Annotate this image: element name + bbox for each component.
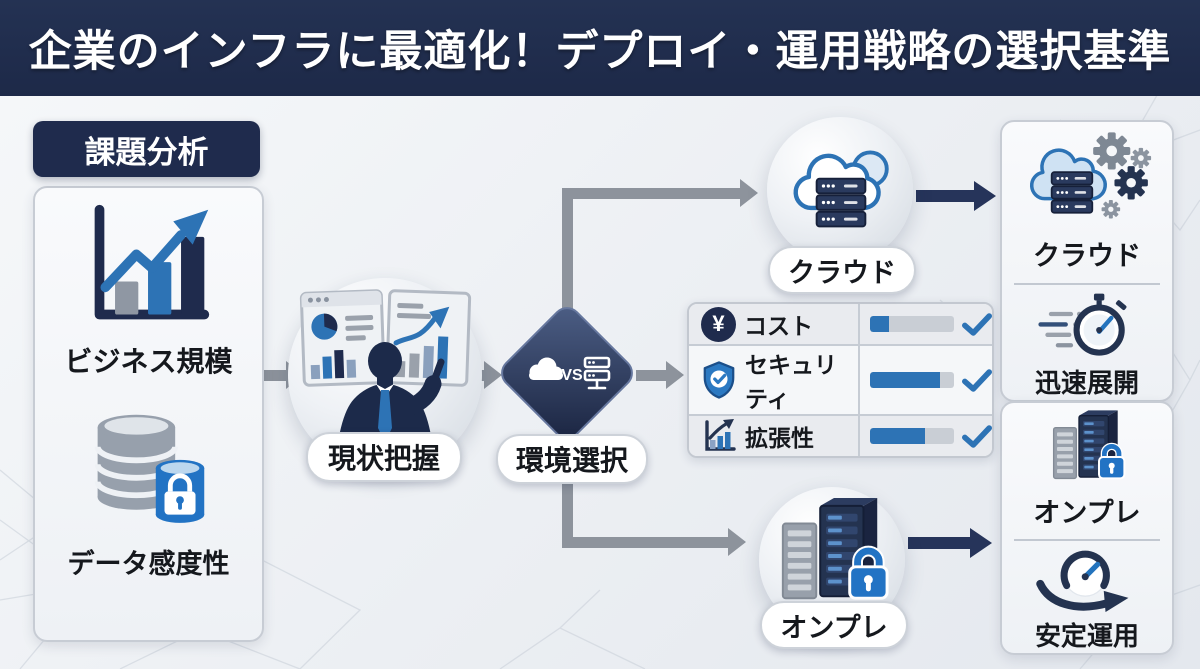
scalability-bar [870, 428, 954, 444]
cloud-vs-server-diamond-icon: VS [501, 307, 633, 439]
server-rack-lock-icon [781, 497, 889, 600]
cloud-branch-label: クラウド [788, 257, 896, 288]
cloud-gears-icon [1029, 132, 1152, 219]
current-state-pill: 現状把握 [306, 432, 462, 482]
gauge-cycle-icon [1036, 550, 1129, 612]
security-label: セキュリティ [745, 352, 837, 412]
cloud-result-card: クラウド 迅速展開 [1000, 120, 1174, 402]
vs-label: VS [561, 367, 583, 384]
elbow-down-run [562, 537, 728, 548]
onprem-branch-label: オンプレ [780, 612, 888, 643]
comparison-table: ¥ コスト セキュリティ [687, 302, 994, 458]
elbow-up-run [562, 188, 740, 199]
arrow-head [970, 528, 992, 558]
arrow-head [666, 361, 684, 389]
cost-bar [870, 316, 954, 332]
cloud-benefit-label: 迅速展開 [1034, 368, 1139, 398]
check-icon [962, 312, 992, 336]
divider [1014, 283, 1160, 286]
arrow-onprem-to-result [908, 537, 970, 549]
arrow-analysis-to-current [262, 370, 286, 381]
page-title: 企業のインフラに最適化！デプロイ・運用戦略の選択基準 [28, 28, 1172, 76]
onprem-result-card: オンプレ 安定運用 [1000, 401, 1174, 655]
check-icon [962, 368, 992, 392]
shield-check-icon [703, 361, 735, 399]
elbow-down-line [562, 428, 573, 548]
security-bar [870, 372, 954, 388]
scalability-label: 拡張性 [745, 425, 814, 451]
onprem-branch-pill: オンプレ [760, 601, 908, 649]
onprem-benefit-label: 安定運用 [1034, 621, 1139, 651]
title-bar: 企業のインフラに最適化！デプロイ・運用戦略の選択基準 [0, 0, 1200, 96]
comparison-row-cost: ¥ コスト [689, 304, 992, 346]
growth-bar-chart-icon [94, 204, 209, 320]
analysis-badge-label: 課題分析 [84, 134, 209, 170]
comparison-row-scalability: 拡張性 [689, 416, 992, 456]
check-icon [962, 424, 992, 448]
environment-selection-label: 環境選択 [515, 445, 628, 476]
data-sensitivity-label: データ感度性 [67, 549, 230, 579]
server-rack-lock-icon [1052, 410, 1126, 480]
elbow-up-line [562, 188, 573, 320]
cloud-servers-icon [793, 150, 889, 228]
analysis-card: ビジネス規模 データ感度性 [33, 186, 264, 642]
onprem-result-title: オンプレ [1033, 498, 1141, 529]
arrow-head [484, 361, 502, 389]
cloud-branch-pill: クラウド [768, 246, 916, 294]
divider [1014, 539, 1160, 541]
arrow-head [740, 179, 758, 207]
arrow-head [974, 181, 996, 211]
analysis-badge: 課題分析 [33, 121, 260, 177]
cost-label: コスト [744, 313, 813, 339]
comparison-row-security: セキュリティ [689, 346, 992, 416]
arrow-head [728, 528, 746, 556]
current-state-label: 現状把握 [327, 443, 440, 474]
database-lock-icon [94, 414, 204, 523]
cloud-result-title: クラウド [1033, 241, 1141, 272]
arrow-cloud-to-result [916, 190, 974, 202]
yen-circle-icon: ¥ [701, 306, 736, 342]
scalability-chart-icon [705, 419, 736, 451]
stopwatch-speed-icon [1038, 293, 1127, 356]
environment-selection-pill: 環境選択 [496, 434, 648, 484]
business-scale-label: ビジネス規模 [64, 346, 233, 377]
arrow-selection-to-table [636, 370, 666, 381]
